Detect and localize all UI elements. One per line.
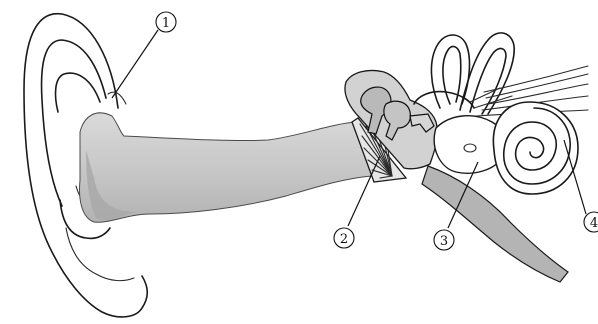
label-4-text: 4 [590, 216, 598, 231]
cochlea [493, 102, 578, 194]
ear-canal [80, 113, 372, 222]
label-3-text: 3 [440, 234, 448, 249]
label-2-text: 2 [340, 232, 348, 247]
label-1-text: 1 [162, 16, 170, 31]
label-1: 1 [112, 12, 176, 98]
